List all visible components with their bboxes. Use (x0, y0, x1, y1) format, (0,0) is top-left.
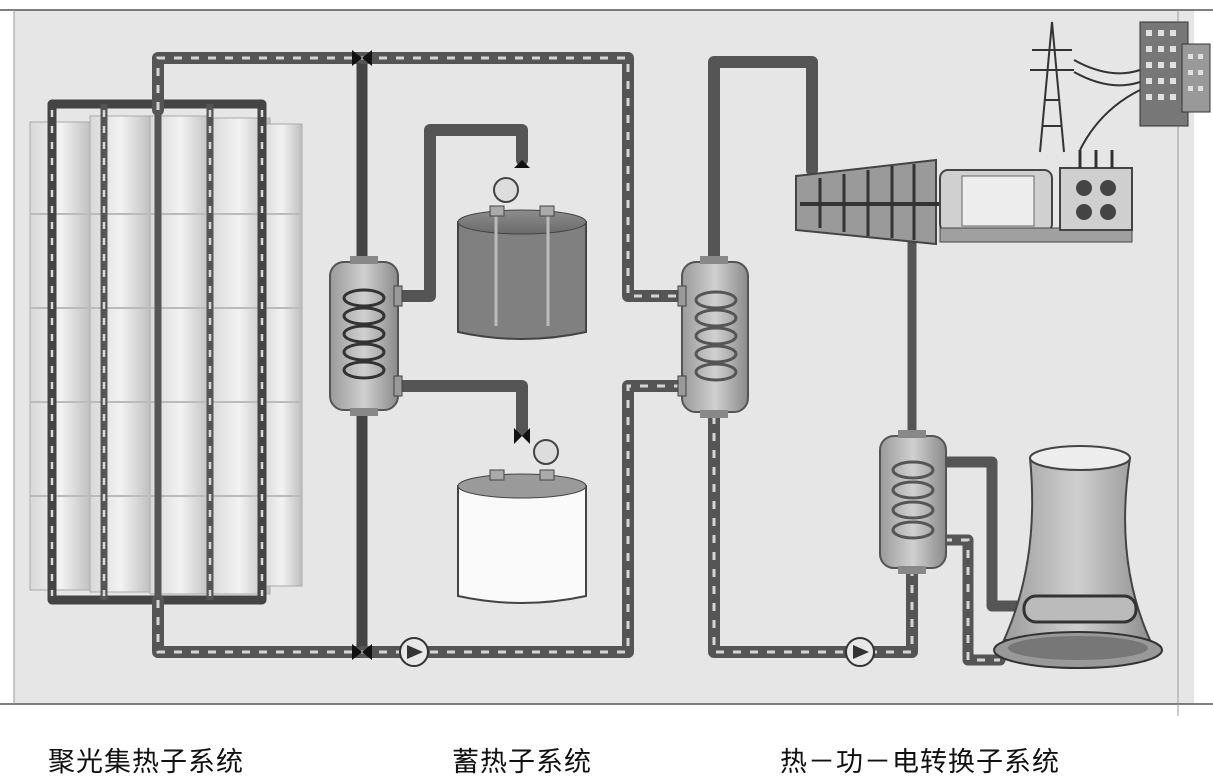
collector-field (29, 60, 303, 605)
hot-storage-tank (457, 160, 587, 340)
city-buildings (1139, 21, 1211, 127)
absorber-tube-flow-dashes (50, 110, 264, 596)
mirror-segment-lines (30, 213, 300, 497)
steam-turbine (795, 158, 944, 246)
cold-storage-tank (457, 428, 587, 604)
power-conversion-subsystem-label: 热－功－电转换子系统 (780, 747, 1060, 778)
generator (939, 169, 1133, 243)
salt-heat-exchanger (329, 256, 403, 416)
storage-subsystem-label: 蓄热子系统 (452, 747, 592, 778)
cooling-tower (993, 445, 1163, 669)
absorber-tube-loops (47, 99, 267, 605)
three-way-valve-bottom (352, 644, 372, 660)
cooling-water-pipe-out (938, 456, 1036, 612)
pump-storage-loop (399, 637, 429, 667)
steam-pipe-to-turbine (708, 56, 818, 276)
heat-exchanger-coil (342, 288, 386, 380)
pump-feedwater (845, 637, 875, 667)
transmission-tower (1030, 21, 1141, 153)
storage-hot-pipe (392, 124, 528, 302)
steam-generator (677, 256, 749, 418)
storage-cold-pipe (392, 380, 528, 436)
condenser (879, 430, 947, 574)
three-way-valve-top (352, 50, 372, 66)
collector-subsystem-label: 聚光集热子系统 (48, 747, 244, 778)
transformer (1059, 150, 1133, 231)
pipe-flow-dashes (156, 56, 1000, 662)
